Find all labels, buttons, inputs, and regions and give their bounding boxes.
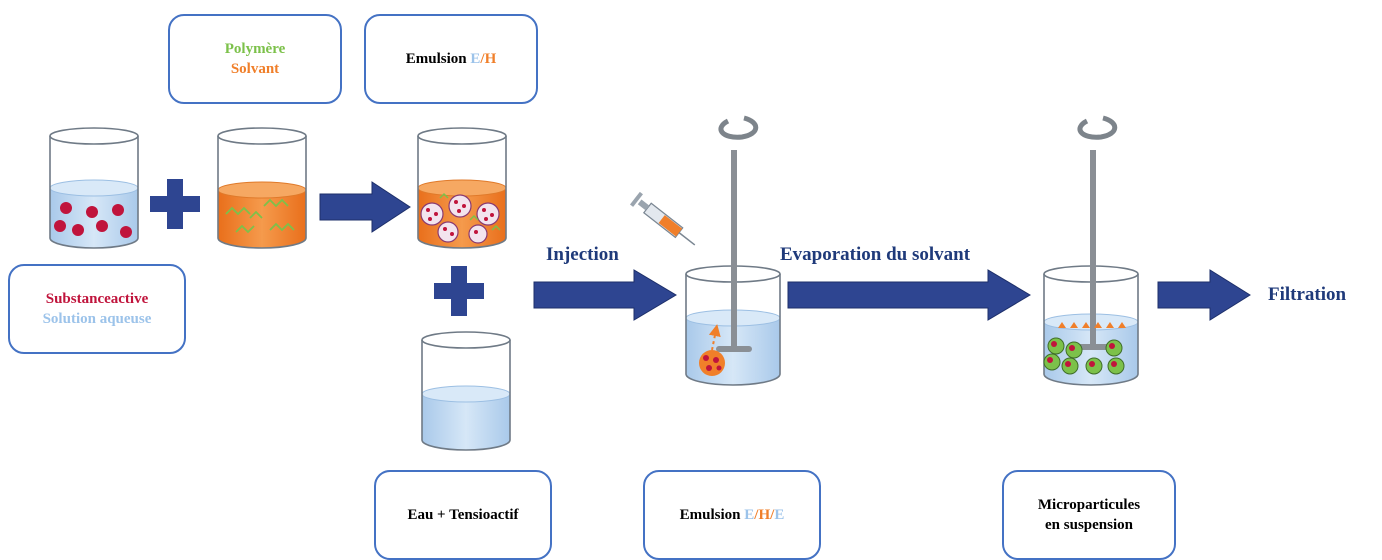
step-injection: Injection [546,244,619,265]
phase-e: E [774,506,785,523]
step-evaporation: Evaporation du solvant [780,244,971,265]
box-water-surfactant: Eau + Tensioactif [374,470,552,560]
arrow-icon [1157,269,1251,321]
aqueous-solution-label: Solution aqueuse [42,311,152,327]
phase-slash: / [770,506,775,523]
beaker-microparticles [1043,150,1139,386]
box-active-substance: Substanceactive Solution aqueuse [8,264,186,354]
evaporation-arrows [1058,322,1126,328]
phase-slash: / [480,50,485,67]
syringe-icon [629,191,696,246]
beaker-polymer-solvent [217,127,307,249]
emulsion-label: Emulsion [405,50,471,67]
box-emulsion-wo: Emulsion E / H [364,14,538,104]
active-particles [54,202,132,238]
arrow-icon [787,269,1031,321]
active-substance-label: Substanceactive [45,290,149,307]
polymer-chains [225,198,295,234]
beaker-emulsion-wo [417,127,507,249]
step-filtration: Filtration [1268,284,1347,305]
suspension-label: en suspension [1045,517,1133,533]
phase-slash: / [754,506,759,523]
emulsion-label: Emulsion [679,506,745,523]
plus-icon [434,266,484,316]
beaker-active-substance [49,127,139,249]
polymer-label: Polymère [224,40,286,57]
water-surfactant-label: Eau + Tensioactif [407,506,519,523]
phase-e: E [744,506,755,523]
stirrer-rod [731,150,737,348]
plus-icon [150,179,200,229]
box-emulsion-wow: Emulsion E / H / E [643,470,821,560]
solvent-label: Solvant [230,61,280,77]
arrow-icon [533,269,677,321]
phase-h: H [484,50,497,67]
rotation-icon [1077,115,1118,140]
box-polymer-solvent: Polymère Solvant [168,14,342,104]
emulsion-droplets [420,194,500,244]
phase-h: H [758,506,771,523]
arrow-icon [319,181,411,233]
microparticles-label: Microparticules [1037,496,1141,513]
phase-e: E [470,50,481,67]
stirrer-rod [1090,150,1096,348]
rotation-icon [718,115,759,140]
box-microparticles: Microparticules en suspension [1002,470,1176,560]
beaker-emulsion-wow [685,150,781,386]
beaker-water-surfactant [421,331,511,451]
